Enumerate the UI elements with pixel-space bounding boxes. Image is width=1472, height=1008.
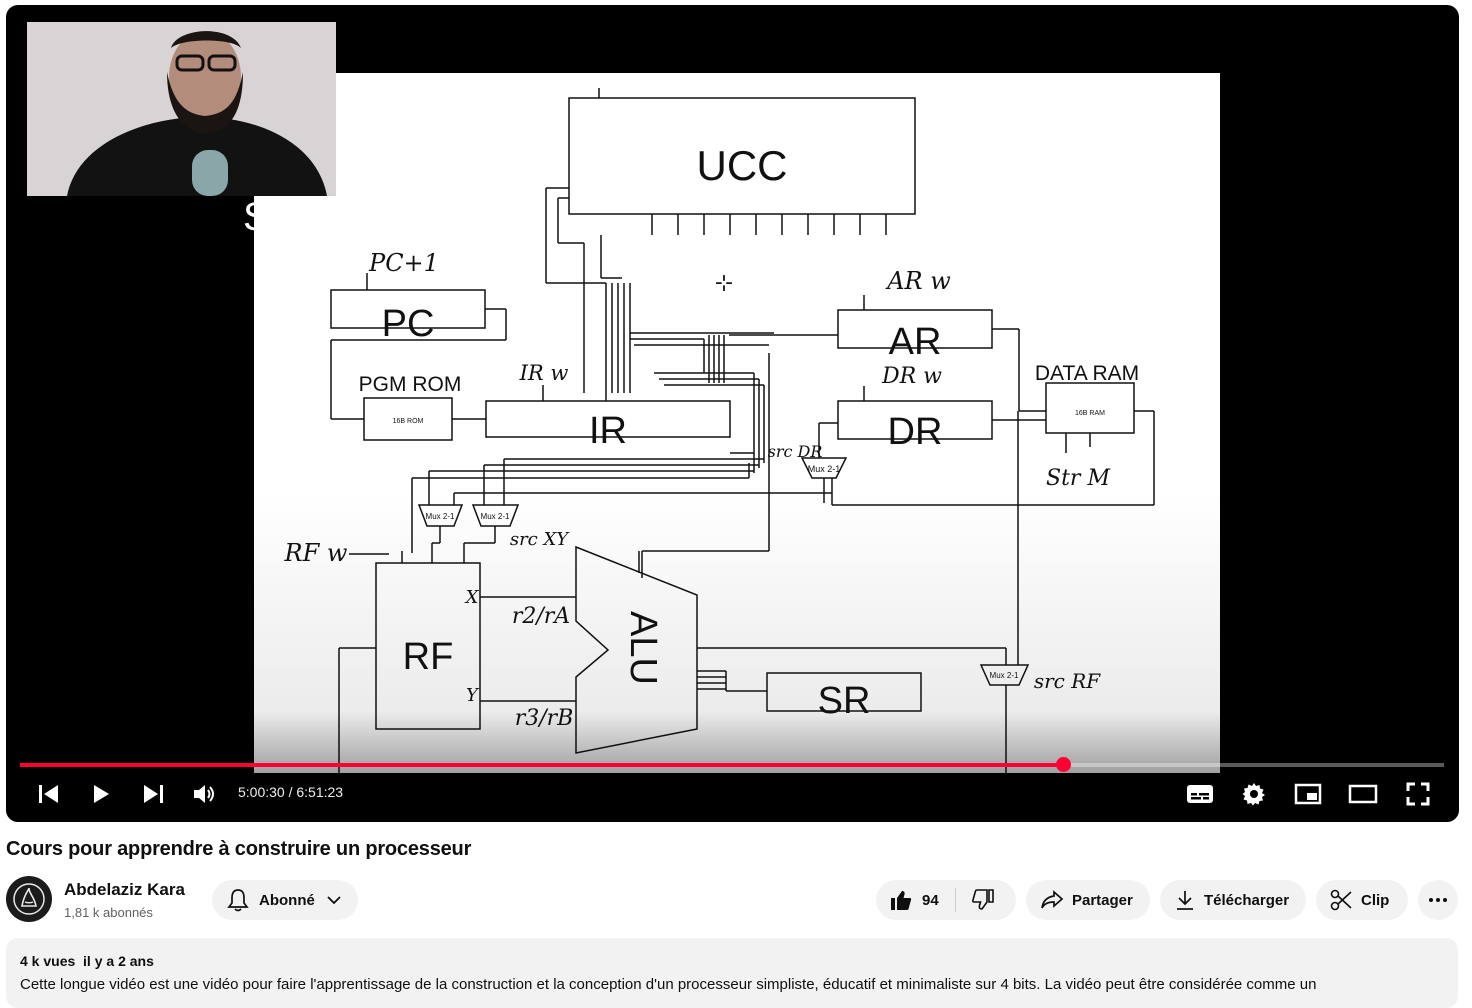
download-label: Télécharger [1204, 891, 1290, 909]
description-meta: 4 k vues il y a 2 ans [20, 953, 154, 969]
mux-x-label: Mux 2-1 [426, 512, 455, 521]
clip-label: Clip [1361, 891, 1390, 909]
ar-label: AR [889, 321, 942, 363]
subscribed-label: Abonné [259, 891, 315, 909]
r2-note: r2/rA [512, 604, 570, 629]
progress-played [20, 763, 1063, 767]
miniplayer-button[interactable] [1292, 775, 1324, 813]
store-memory-note: Str M [1046, 466, 1110, 491]
clip-button[interactable]: Clip [1316, 880, 1408, 920]
next-button[interactable] [138, 775, 168, 813]
volume-button[interactable] [190, 775, 220, 813]
time-display: 5:00:30 / 6:51:23 [238, 784, 344, 800]
previous-icon [39, 785, 58, 803]
play-icon [94, 785, 109, 803]
thumbs-up-icon [891, 891, 912, 910]
settings-gear-icon [1242, 783, 1265, 806]
subtitles-button[interactable] [1184, 775, 1216, 813]
play-button[interactable] [86, 775, 116, 813]
dr-write-note: DR w [881, 364, 942, 389]
ar-write-note: AR w [885, 267, 951, 295]
scissors-icon [1330, 889, 1352, 911]
video-player[interactable]: UCC PC PGM ROM 16B ROM IR AR DR DATA RAM… [6, 5, 1459, 822]
subscribed-button[interactable]: Abonné [212, 880, 358, 920]
calligraphy-logo-icon [13, 883, 45, 915]
dislike-button[interactable] [971, 889, 994, 911]
download-button[interactable]: Télécharger [1160, 880, 1306, 920]
chevron-down-icon [327, 895, 341, 905]
more-actions-button[interactable] [1418, 880, 1458, 920]
like-button[interactable] [890, 889, 912, 911]
rf-label: RF [403, 636, 454, 678]
ir-write-note: IR w [519, 361, 569, 385]
upload-date: il y a 2 ans [83, 953, 154, 969]
like-dislike-group: 94 [876, 880, 1016, 920]
theater-mode-icon [1348, 784, 1378, 804]
settings-button[interactable] [1238, 775, 1270, 813]
view-count: 4 k vues [20, 953, 76, 969]
x-port-note: X [464, 587, 480, 608]
rf-write-note: RF w [284, 539, 348, 567]
like-count: 94 [922, 891, 939, 909]
progress-scrubber-handle[interactable] [1055, 757, 1071, 772]
alu-label: ALU [622, 611, 664, 685]
description-text: Cette longue vidéo est une vidéo pour fa… [20, 976, 1317, 993]
fullscreen-icon [1406, 782, 1430, 806]
subtitles-icon [1187, 785, 1213, 803]
volume-icon [194, 785, 214, 803]
pgm-rom-label: PGM ROM [359, 373, 462, 396]
mux-dr-label: Mux 2-1 [808, 464, 841, 474]
pc-label: PC [382, 303, 435, 345]
share-label: Partager [1072, 891, 1133, 909]
mux-rf-label: Mux 2-1 [990, 671, 1019, 680]
previous-button[interactable] [34, 775, 64, 813]
crosshair-cursor-icon: ⊹ [715, 270, 733, 295]
ram-chip-label: 16B RAM [1075, 410, 1105, 417]
more-horizontal-icon [1428, 897, 1448, 903]
data-ram-label: DATA RAM [1035, 362, 1139, 385]
webcam-overlay [27, 22, 336, 196]
mux-y-label: Mux 2-1 [481, 512, 510, 521]
like-divider [954, 888, 956, 912]
progress-bar[interactable] [20, 757, 1444, 772]
dr-label: DR [888, 411, 943, 453]
channel-avatar[interactable] [6, 876, 52, 922]
channel-name[interactable]: Abdelaziz Kara [64, 880, 185, 899]
subscriber-count: 1,81 k abonnés [64, 905, 153, 920]
ucc-label: UCC [697, 142, 788, 189]
bell-icon [227, 888, 249, 912]
share-button[interactable]: Partager [1026, 880, 1150, 920]
src-rf-note: src RF [1034, 669, 1101, 693]
overlay-glyph: S [243, 195, 270, 239]
description-box[interactable]: 4 k vues il y a 2 ans Cette longue vidéo… [6, 938, 1458, 1008]
next-icon [144, 785, 163, 803]
ir-label: IR [589, 410, 627, 452]
thumbs-down-icon [971, 889, 994, 910]
whiteboard-diagram: UCC PC PGM ROM 16B ROM IR AR DR DATA RAM… [254, 73, 1220, 773]
pc-increment-note: PC+1 [368, 249, 439, 277]
theater-mode-button[interactable] [1347, 775, 1379, 813]
download-icon [1176, 890, 1194, 910]
controls-gradient [6, 712, 1459, 822]
processor-schematic: UCC PC PGM ROM 16B ROM IR AR DR DATA RAM… [284, 88, 1155, 773]
fullscreen-button[interactable] [1402, 775, 1434, 813]
video-title: Cours pour apprendre à construire un pro… [6, 838, 472, 860]
src-xy-note: src XY [510, 529, 570, 550]
src-dr-note: src DR [768, 442, 823, 461]
presenter-image [27, 22, 336, 196]
miniplayer-icon [1294, 783, 1322, 805]
share-arrow-icon [1040, 890, 1064, 910]
rom-chip-label: 16B ROM [393, 418, 424, 425]
y-port-note: Y [466, 685, 480, 706]
